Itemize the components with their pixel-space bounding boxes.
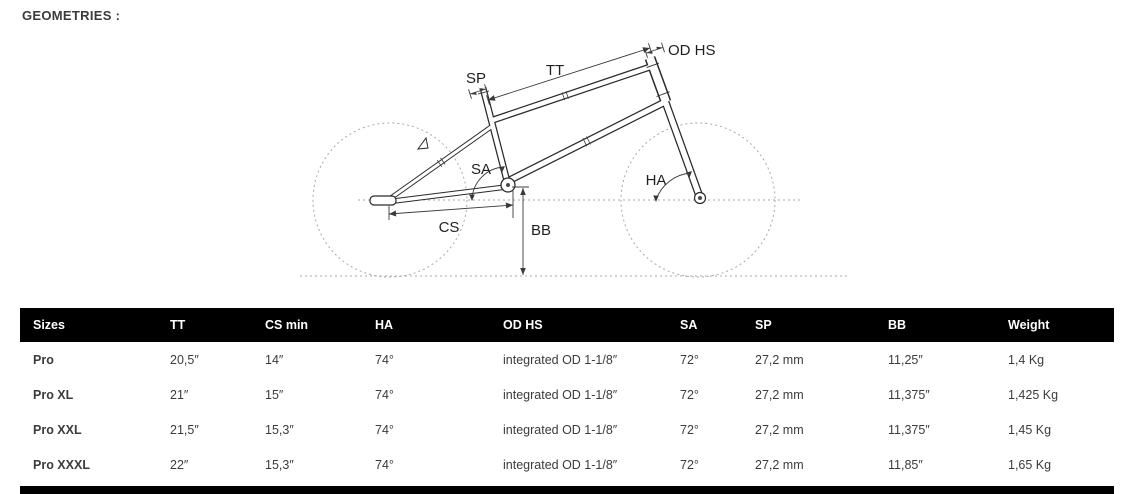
cell-sp: 27,2 mm	[755, 352, 804, 367]
table-row: Pro XL 21″ 15″ 74° integrated OD 1-1/8″ …	[20, 377, 1114, 412]
header-bb: BB	[888, 318, 907, 332]
header-ha: HA	[375, 318, 394, 332]
cell-od-hs: integrated OD 1-1/8″	[503, 457, 618, 472]
label-od-hs: OD HS	[668, 42, 716, 59]
cell-size: Pro XXL	[33, 422, 82, 437]
cell-bb: 11,375″	[888, 422, 930, 437]
cell-sa: 72°	[680, 387, 699, 402]
label-bb: BB	[531, 222, 551, 239]
cell-size: Pro XL	[33, 387, 74, 402]
cell-bb: 11,375″	[888, 387, 930, 402]
cell-weight: 1,4 Kg	[1008, 352, 1045, 367]
bike-geometry-diagram: OD HS TT SP SA HA CS BB	[300, 28, 850, 290]
cell-sp: 27,2 mm	[755, 422, 804, 437]
bottom-bracket-axle	[506, 183, 510, 187]
cell-ha: 74°	[375, 457, 394, 472]
cell-bb: 11,25″	[888, 352, 923, 367]
header-tt: TT	[170, 318, 186, 332]
cell-tt: 20,5″	[170, 352, 199, 367]
cell-sa: 72°	[680, 457, 699, 472]
cell-bb: 11,85″	[888, 457, 923, 472]
cell-cs-min: 15,3″	[265, 422, 294, 437]
cell-sa: 72°	[680, 422, 699, 437]
cell-weight: 1,65 Kg	[1008, 457, 1052, 472]
dimension-lines	[388, 42, 692, 275]
rear-wheel-outline	[312, 122, 468, 278]
cell-od-hs: integrated OD 1-1/8″	[503, 387, 618, 402]
label-sa: SA	[471, 161, 491, 178]
label-sp: SP	[466, 70, 486, 87]
cell-ha: 74°	[375, 352, 394, 367]
cell-tt: 21″	[170, 387, 189, 402]
cell-ha: 74°	[375, 422, 394, 437]
tube-hash-marks	[436, 91, 591, 168]
header-sa: SA	[680, 318, 698, 332]
cell-sa: 72°	[680, 352, 699, 367]
header-cs-min: CS min	[265, 318, 309, 332]
table-header: Sizes TT CS min HA OD HS SA SP BB Weight	[20, 308, 1114, 342]
page-title: GEOMETRIES :	[22, 8, 121, 23]
cell-size: Pro XXXL	[33, 457, 90, 472]
cell-cs-min: 15,3″	[265, 457, 294, 472]
cell-cs-min: 14″	[265, 352, 284, 367]
cell-tt: 22″	[170, 457, 189, 472]
cell-cs-min: 15″	[265, 387, 284, 402]
table-row: Pro 20,5″ 14″ 74° integrated OD 1-1/8″ 7…	[20, 342, 1114, 377]
table-row: Pro XXL 21,5″ 15,3″ 74° integrated OD 1-…	[20, 412, 1114, 447]
cell-od-hs: integrated OD 1-1/8″	[503, 422, 618, 437]
brake-mount-tab	[416, 136, 429, 150]
cell-ha: 74°	[375, 387, 394, 402]
dimension-arrowheads	[389, 46, 692, 275]
cell-sp: 27,2 mm	[755, 457, 804, 472]
label-cs: CS	[439, 219, 460, 236]
cell-weight: 1,425 Kg	[1008, 387, 1059, 402]
cell-size: Pro	[33, 352, 54, 367]
table-row: Pro XXXL 22″ 15,3″ 74° integrated OD 1-1…	[20, 447, 1114, 482]
label-tt: TT	[546, 62, 564, 79]
header-weight: Weight	[1008, 318, 1050, 332]
front-axle	[698, 196, 702, 200]
cell-tt: 21,5″	[170, 422, 199, 437]
cell-weight: 1,45 Kg	[1008, 422, 1052, 437]
header-sizes: Sizes	[33, 318, 65, 332]
label-ha: HA	[646, 172, 667, 189]
rear-dropout	[369, 195, 397, 206]
header-od-hs: OD HS	[503, 318, 543, 332]
bike-frame-drawing: OD HS TT SP SA HA CS BB	[300, 42, 850, 278]
header-sp: SP	[755, 318, 772, 332]
table-footer-bar	[20, 486, 1114, 494]
cell-od-hs: integrated OD 1-1/8″	[503, 352, 618, 367]
geometry-table: Sizes TT CS min HA OD HS SA SP BB Weight…	[20, 308, 1114, 482]
cell-sp: 27,2 mm	[755, 387, 804, 402]
